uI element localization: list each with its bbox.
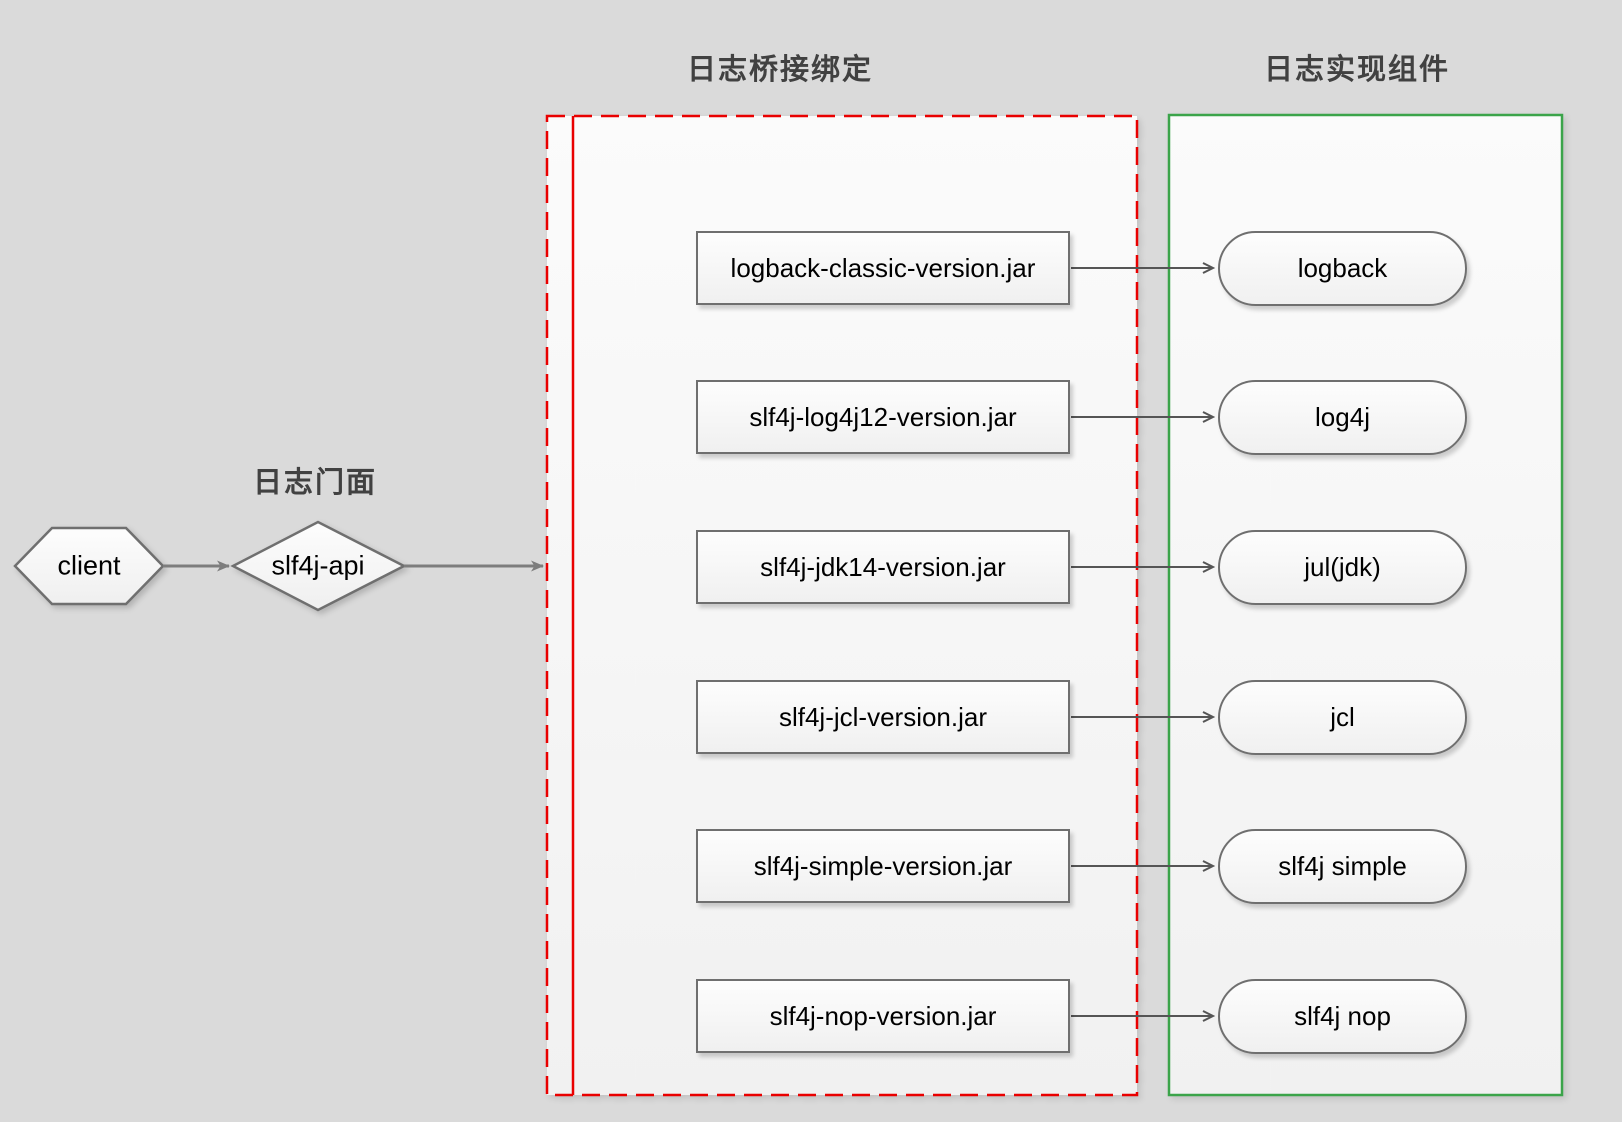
jar-box-log4j12: slf4j-log4j12-version.jar (696, 380, 1070, 454)
impl-pill-slf4j-simple: slf4j simple (1218, 829, 1467, 904)
jar-box-label: slf4j-simple-version.jar (753, 850, 1013, 881)
jar-box-jcl: slf4j-jcl-version.jar (696, 680, 1070, 754)
impl-pill-label: logback (1297, 253, 1388, 283)
jar-box-label: logback-classic-version.jar (730, 252, 1036, 283)
impl-pill-label: jcl (1330, 702, 1355, 732)
impl-pill-logback: logback (1218, 231, 1467, 306)
facade-group-label: 日志门面 (252, 467, 378, 499)
impl-pill-label: jul(jdk) (1304, 552, 1381, 582)
bridge-group-title: 日志桥接绑定 (686, 54, 874, 86)
impl-pill-slf4j-nop: slf4j nop (1218, 979, 1467, 1054)
jar-box-label: slf4j-jdk14-version.jar (760, 551, 1006, 582)
jar-box-logback-classic: logback-classic-version.jar (696, 231, 1070, 305)
slf4j-api-node-label: slf4j-api (271, 550, 365, 581)
jar-box-label: slf4j-jcl-version.jar (778, 701, 988, 732)
impl-pill-label: slf4j nop (1294, 1001, 1391, 1031)
jar-box-simple: slf4j-simple-version.jar (696, 829, 1070, 903)
jar-box-label: slf4j-log4j12-version.jar (749, 401, 1017, 432)
jar-box-jdk14: slf4j-jdk14-version.jar (696, 530, 1070, 604)
impl-pill-label: slf4j simple (1278, 851, 1407, 881)
impl-pill-label: log4j (1315, 402, 1370, 432)
impl-pill-jcl: jcl (1218, 680, 1467, 755)
impl-pill-jul-jdk: jul(jdk) (1218, 530, 1467, 605)
client-node-label: client (57, 550, 121, 581)
jar-box-label: slf4j-nop-version.jar (769, 1000, 997, 1031)
jar-box-nop: slf4j-nop-version.jar (696, 979, 1070, 1053)
impl-group-title: 日志实现组件 (1263, 54, 1451, 86)
impl-pill-log4j: log4j (1218, 380, 1467, 455)
